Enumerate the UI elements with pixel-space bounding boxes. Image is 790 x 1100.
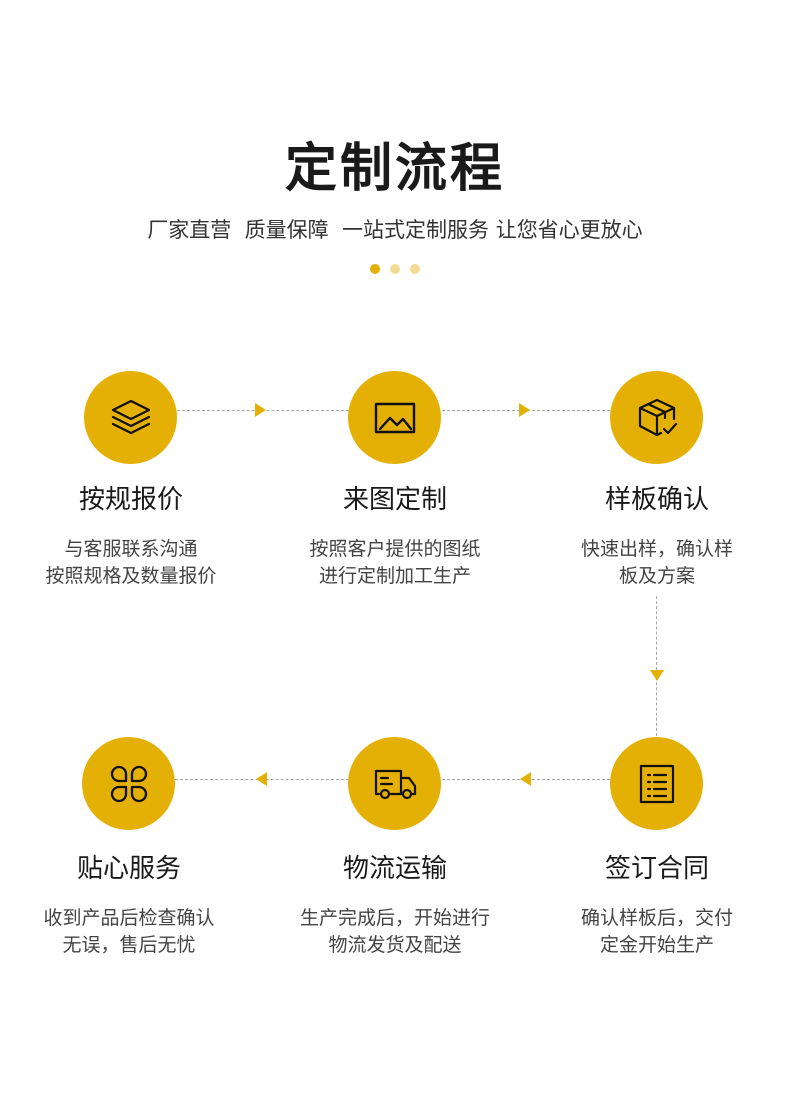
step-icon-circle [348,737,441,830]
contract-list-icon [639,764,674,803]
dot [390,264,400,274]
step-title: 签订合同 [604,854,709,884]
step-icon-circle [610,371,703,464]
pagination-dots [0,264,790,274]
step-description: 生产完成后，开始进行物流发货及配送 [299,907,490,956]
step-icon-circle [82,737,175,830]
arrow-down-icon [650,670,664,681]
step-title: 样板确认 [604,485,709,515]
box-check-icon [638,398,677,436]
arrow-left-icon [256,772,267,786]
step-title: 来图定制 [342,485,447,515]
layers-icon [111,399,150,434]
arrow-right-icon [255,403,266,417]
step-description: 与客服联系沟通按照规格及数量报价 [45,538,217,587]
page-title: 定制流程 [284,139,505,199]
connector-line [656,596,657,736]
image-icon [374,402,415,433]
step-description: 收到产品后检查确认无误，售后无忧 [43,907,215,956]
step-icon-circle [610,737,703,830]
step-description: 按照客户提供的图纸进行定制加工生产 [309,538,481,587]
step-description: 确认样板后，交付定金开始生产 [580,907,733,956]
step-description: 快速出样，确认样板及方案 [580,538,733,587]
dot-active [370,264,380,274]
clover-icon [110,765,147,802]
step-icon-circle [84,371,177,464]
arrow-left-icon [520,772,531,786]
arrow-right-icon [519,403,530,417]
step-title: 贴心服务 [76,854,181,884]
step-icon-circle [348,371,441,464]
delivery-truck-icon [374,769,416,799]
page-subtitle: 厂家直营 质量保障 一站式定制服务 让您省心更放心 [147,218,643,242]
step-title: 物流运输 [342,854,447,884]
step-title: 按规报价 [78,485,183,515]
dot [410,264,420,274]
